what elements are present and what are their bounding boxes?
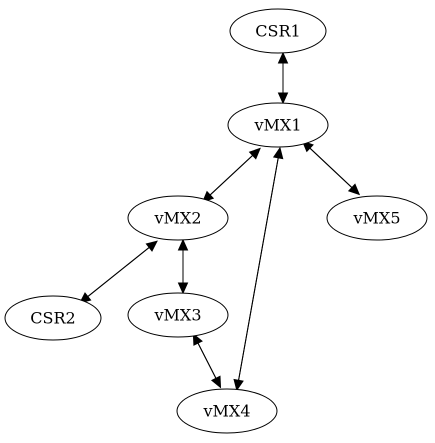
node-vmx1-label: vMX1 <box>254 116 302 135</box>
edge-vmx4-to-vmx1 <box>236 157 279 391</box>
node-vmx3[interactable]: vMX3 <box>127 292 229 338</box>
arrowhead-vmx4-to-vmx3 <box>192 333 203 346</box>
edge-csr2-to-vmx2 <box>79 247 150 304</box>
arrowhead-csr2-to-vmx2 <box>145 240 158 252</box>
node-csr1-shape <box>229 8 327 54</box>
arrowhead-vmx2-to-vmx1 <box>248 147 261 160</box>
node-vmx2[interactable]: vMX2 <box>127 195 229 241</box>
node-vmx5-shape <box>326 195 428 241</box>
node-csr2[interactable]: CSR2 <box>4 295 102 341</box>
node-vmx4-shape <box>176 388 278 434</box>
node-vmx1[interactable]: vMX1 <box>227 102 329 148</box>
arrowhead-vmx1-to-csr1 <box>277 51 289 64</box>
node-csr1[interactable]: CSR1 <box>229 8 327 54</box>
edge-vmx2-to-vmx1 <box>202 155 254 203</box>
node-csr1-label: CSR1 <box>255 22 300 41</box>
edge-vmx5-to-vmx1 <box>309 147 360 195</box>
node-vmx4-label: vMX4 <box>203 402 251 421</box>
node-vmx4[interactable]: vMX4 <box>176 388 278 434</box>
arrowhead-vmx3-to-vmx2 <box>177 238 189 251</box>
edges-layer <box>79 51 361 392</box>
node-csr2-shape <box>4 295 102 341</box>
nodes-layer: CSR1 vMX1 vMX2 vMX5 CSR2 vMX3 vMX4 <box>4 8 428 434</box>
node-vmx5-label: vMX5 <box>353 209 401 228</box>
edge-vmx4-to-vmx3 <box>197 342 221 388</box>
node-vmx5[interactable]: vMX5 <box>326 195 428 241</box>
node-vmx3-shape <box>127 292 229 338</box>
arrowhead-vmx4-to-vmx1 <box>272 146 284 160</box>
node-csr2-label: CSR2 <box>30 309 75 328</box>
node-vmx1-shape <box>227 102 329 148</box>
node-vmx2-label: vMX2 <box>154 209 202 228</box>
node-vmx3-label: vMX3 <box>154 306 202 325</box>
node-vmx2-shape <box>127 195 229 241</box>
